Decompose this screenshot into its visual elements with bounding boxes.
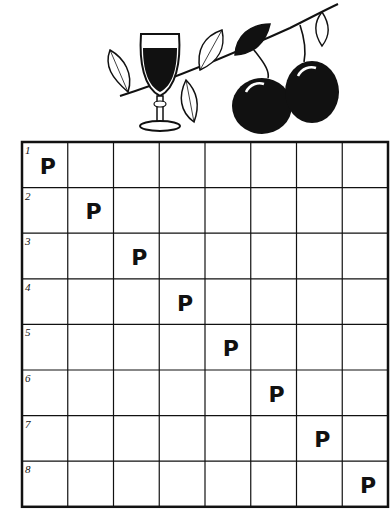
grid-border [22,142,388,507]
glass-stem [157,96,163,122]
wine [143,48,177,92]
fruit [285,61,339,123]
fruit-highlight [298,67,316,76]
grid-line [22,415,388,416]
glass-knop [154,101,166,107]
puzzle-grid [22,142,388,507]
letter: P [223,338,239,360]
clue-number: 6 [25,373,31,384]
clue-number: 3 [25,236,31,247]
clue-number: 2 [25,191,31,202]
letter: P [360,475,376,497]
fruit-highlight [246,83,264,92]
grid-line [296,142,297,507]
leaf [235,24,270,55]
clue-number: 1 [25,145,31,156]
clue-number: 7 [25,419,31,430]
clue-number: 8 [25,464,31,475]
clue-number: 4 [25,282,31,293]
letter: P [131,247,147,269]
wine-glass [141,34,180,96]
letter: P [40,156,56,178]
letter: P [269,384,285,406]
leaf-vein [200,30,222,70]
leaf [108,50,130,92]
letter: P [314,429,330,451]
letter: P [86,201,102,223]
fruit [232,78,292,134]
leaf [316,12,328,46]
stalk [300,25,305,62]
grid-line [22,461,388,462]
leaf [199,30,223,70]
grid-line [22,324,388,325]
grid-line [250,142,251,507]
letter: P [177,293,193,315]
glass-foot [140,121,180,131]
grid-line [22,369,388,370]
clue-number: 5 [25,327,31,338]
leaf-vein [186,80,194,122]
leaf-vein [110,50,128,92]
leaf [181,80,197,122]
grid-line [342,142,343,507]
